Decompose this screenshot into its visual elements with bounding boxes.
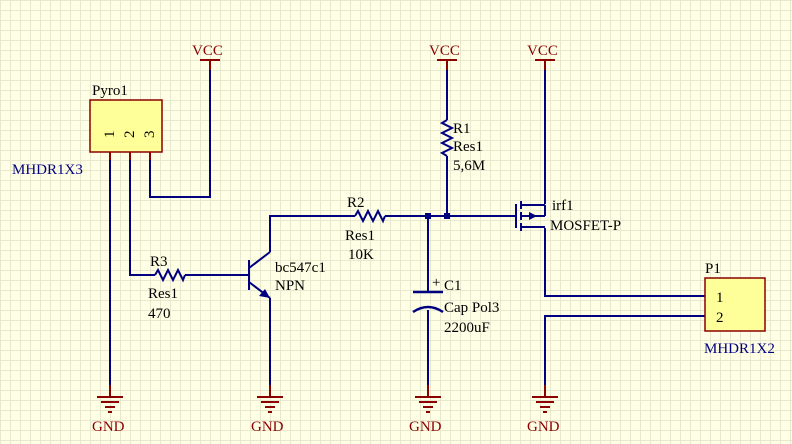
p1-footprint: MHDR1X2 [704,341,775,357]
r2-zigzag [354,208,386,224]
wire-p1-gnd [544,315,705,395]
p1-connector[interactable]: 1 2 [704,277,766,332]
p1-body [704,277,766,332]
mosfet-arrow [529,212,537,220]
c1-type: Cap Pol3 [444,300,499,316]
r3-resistor[interactable] [154,267,186,283]
vcc-label-2: VCC [429,43,460,59]
gnd-symbol-4 [532,385,558,413]
vcc-symbol-1 [200,59,220,70]
r3-designator: R3 [150,254,168,270]
r2-type: Res1 [345,228,375,244]
r3-value: 470 [148,306,171,322]
r1-resistor[interactable] [439,119,455,157]
r1-designator: R1 [453,121,471,137]
gnd-label-1: GND [92,419,125,435]
r2-designator: R2 [347,195,365,211]
pyro1-body [89,99,163,153]
p1-pin-2: 2 [716,310,724,326]
r3-type: Res1 [148,286,178,302]
pyro1-pin-1: 1 [102,131,118,139]
p-mosfet[interactable] [515,201,546,231]
r1-type: Res1 [453,139,483,155]
npn-collector [248,251,271,269]
vcc-symbol-2 [437,59,457,70]
c1-plate-negative [412,305,444,314]
p1-designator: P1 [705,261,721,277]
r3-zigzag [154,267,186,283]
npn-transistor[interactable] [248,251,271,299]
wires [109,60,705,395]
c1-designator: C1 [444,278,462,294]
c1-value: 2200uF [444,320,490,336]
junctions [425,213,450,219]
wire-pyro-pin2-r3 [129,152,155,276]
gnd-label-2: GND [251,419,284,435]
p1-pin-1: 1 [716,290,724,306]
vcc-symbol-3 [535,59,555,70]
gnd-label-4: GND [527,419,560,435]
pyro1-pin-2: 2 [122,131,138,139]
gnd-symbol-1 [97,385,123,413]
r2-resistor[interactable] [354,208,386,224]
gnd-symbol-3 [415,385,441,413]
wire-mosfet-p1 [544,228,705,297]
r2-value: 10K [348,247,374,263]
vcc-label-1: VCC [192,43,223,59]
npn-emitter-arrow [259,289,270,298]
vcc-label-3: VCC [527,43,558,59]
pyro1-connector[interactable]: 1 2 3 [89,99,163,160]
r1-value: 5,6M [453,158,485,174]
wire-pyro-pin3-vcc [149,60,211,198]
mosfet-type: MOSFET-P [550,218,621,234]
r1-zigzag [439,119,455,157]
gnd-symbol-2 [257,385,283,413]
gnd-label-3: GND [409,419,442,435]
npn-designator: bc547c1 [275,260,326,276]
pyro1-designator: Pyro1 [92,83,128,99]
wire-collector-r2 [269,215,355,252]
c1-capacitor[interactable] [412,290,444,314]
pyro1-footprint: MHDR1X3 [12,162,83,178]
junction-r1 [444,213,450,219]
npn-type: NPN [275,278,305,294]
mosfet-designator: irf1 [552,198,574,214]
junction-c1 [425,213,431,219]
c1-polarity: + [432,275,440,291]
pyro1-pin-3: 3 [142,131,158,139]
